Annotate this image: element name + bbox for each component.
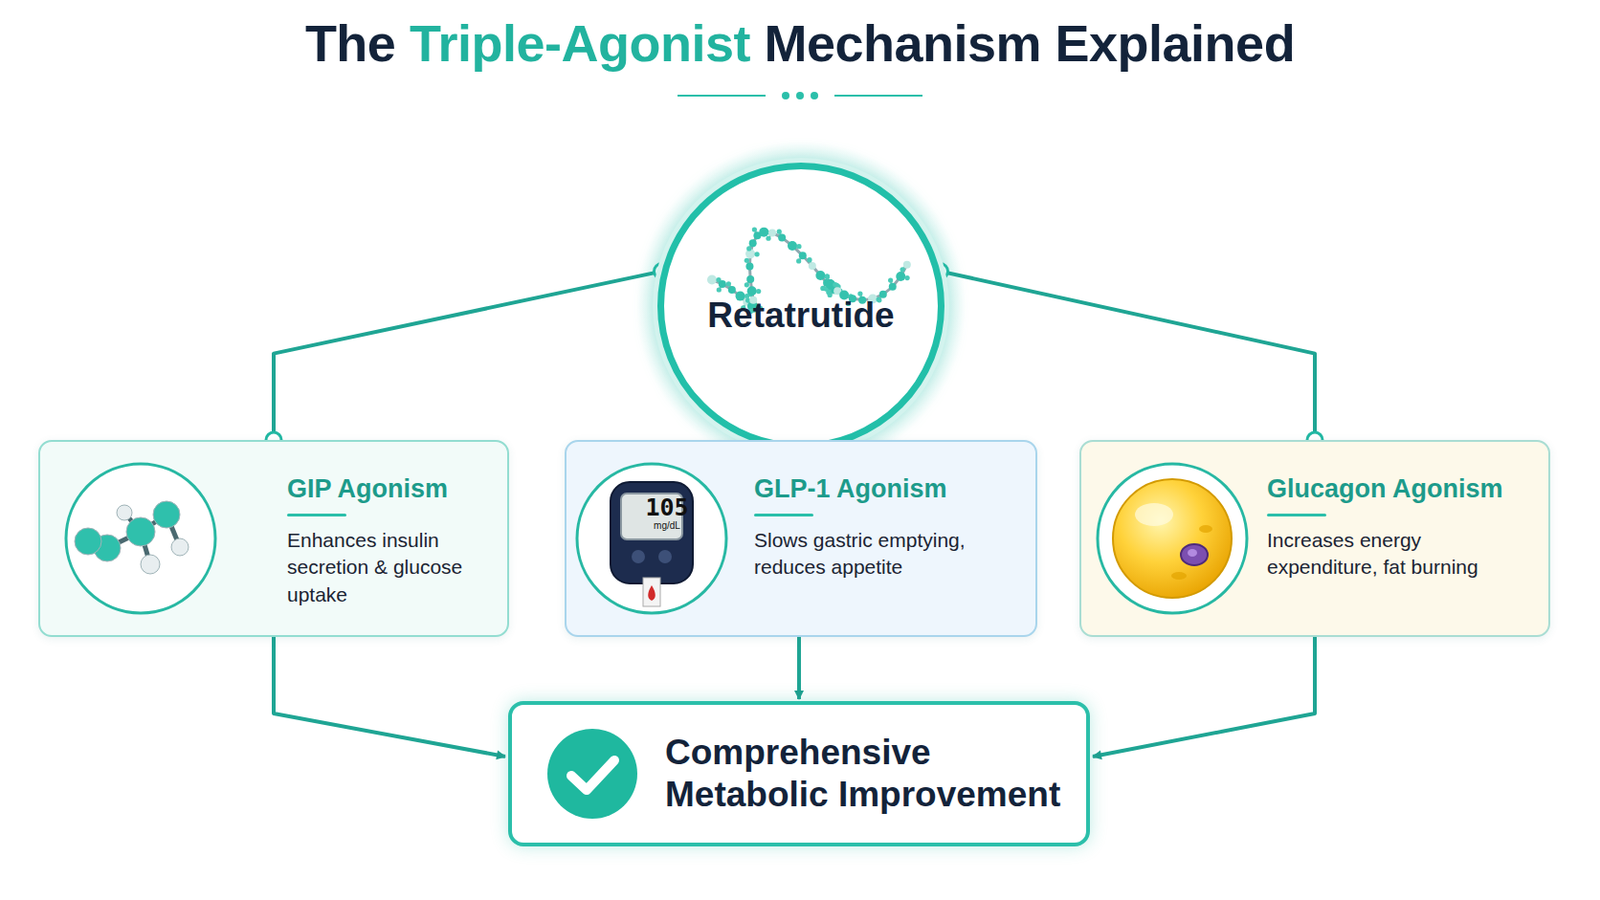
circle-glow — [636, 141, 966, 471]
connector-line — [797, 637, 801, 700]
connector-line — [1092, 637, 1315, 757]
meter-reading: 105 — [636, 495, 698, 521]
connector-line — [273, 637, 506, 757]
heading-underline — [287, 513, 347, 517]
drug-name: Retatrutide — [664, 295, 938, 336]
heading-underline — [754, 513, 814, 517]
connector-line — [940, 271, 1316, 441]
molecule-icon — [74, 501, 189, 575]
title-divider — [677, 91, 923, 100]
connector — [273, 637, 506, 757]
mechanism-description: Increases energy expenditure, fat burnin… — [1266, 527, 1534, 582]
connector-line — [273, 271, 663, 441]
mechanism-description: Slows gastric emptying, reduces appetite — [754, 527, 1021, 582]
meter-unit: mg/dL — [636, 520, 698, 532]
icon-circle — [59, 457, 223, 621]
drug-circle: Retatrutide — [657, 162, 945, 450]
text-column: Glucagon AgonismIncreases energy expendi… — [1266, 474, 1534, 582]
mechanism-box: GLP-1 AgonismSlows gastric emptying, red… — [564, 440, 1038, 638]
fat-cell-icon — [1112, 479, 1232, 599]
heading-underline — [1266, 513, 1327, 517]
mechanism-heading: Glucagon Agonism — [1266, 474, 1534, 505]
check-icon — [544, 726, 641, 823]
result-box: Comprehensive Metabolic Improvement — [508, 701, 1090, 847]
connector — [1092, 637, 1315, 757]
connector — [799, 637, 800, 700]
icon-circle — [1090, 457, 1254, 621]
mechanism-box: GIP AgonismEnhances insulin secretion & … — [38, 440, 510, 638]
diagram-title: The Triple-Agonist Mechanism Explained — [0, 13, 1600, 73]
mechanism-box: Glucagon AgonismIncreases energy expendi… — [1079, 440, 1551, 638]
connector — [933, 264, 1323, 448]
mechanism-heading: GIP Agonism — [287, 474, 492, 505]
result-text: Comprehensive Metabolic Improvement — [665, 732, 1071, 818]
text-column: GLP-1 AgonismSlows gastric emptying, red… — [754, 474, 1021, 582]
mechanism-description: Enhances insulin secretion & glucose upt… — [287, 527, 492, 609]
text-column: GIP AgonismEnhances insulin secretion & … — [287, 474, 492, 609]
connector — [266, 264, 669, 448]
mechanism-heading: GLP-1 Agonism — [754, 474, 1021, 505]
icon-circle — [570, 457, 734, 621]
